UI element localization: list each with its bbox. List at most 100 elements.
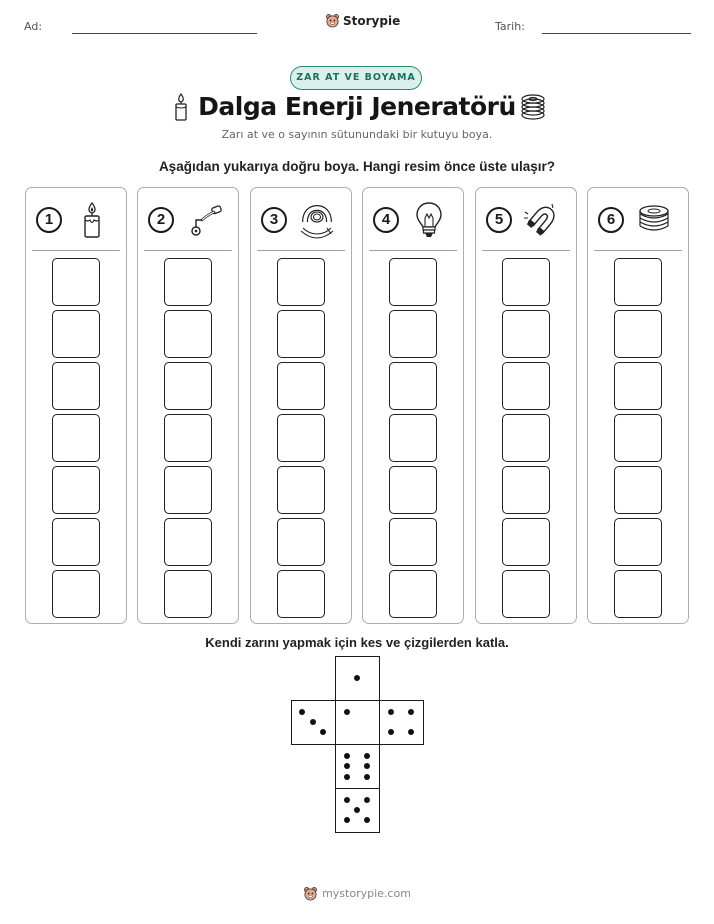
- column-number: 4: [373, 207, 399, 233]
- footer: mystorypie.com: [0, 886, 714, 901]
- color-box[interactable]: [164, 414, 212, 462]
- column-number: 1: [36, 207, 62, 233]
- color-box[interactable]: [614, 362, 662, 410]
- color-box[interactable]: [502, 258, 550, 306]
- color-box[interactable]: [614, 414, 662, 462]
- color-box[interactable]: [502, 362, 550, 410]
- dice-pip: [408, 729, 414, 735]
- dice-pip: [364, 797, 370, 803]
- dice-pip: [344, 774, 350, 780]
- dice-pip: [388, 709, 394, 715]
- color-box[interactable]: [389, 258, 437, 306]
- dice-face-right: [379, 700, 424, 745]
- column-1: 1: [25, 187, 127, 624]
- column-2: 2: [137, 187, 239, 624]
- dice-pip: [364, 774, 370, 780]
- dice-pip: [310, 719, 316, 725]
- color-box[interactable]: [614, 570, 662, 618]
- color-box[interactable]: [164, 310, 212, 358]
- color-box[interactable]: [389, 414, 437, 462]
- dice-pip: [344, 763, 350, 769]
- column-4: 4: [362, 187, 464, 624]
- column-number: 5: [486, 207, 512, 233]
- column-divider: [594, 250, 682, 251]
- color-box[interactable]: [389, 466, 437, 514]
- color-box[interactable]: [502, 570, 550, 618]
- dice-pip: [354, 675, 360, 681]
- coloring-instruction: Aşağıdan yukarıya doğru boya. Hangi resi…: [158, 159, 556, 174]
- color-box[interactable]: [502, 518, 550, 566]
- dice-instruction: Kendi zarını yapmak için kes ve çizgiler…: [205, 635, 509, 650]
- dice-pip: [299, 709, 305, 715]
- color-box[interactable]: [277, 362, 325, 410]
- magnet-coil-icon: [300, 204, 334, 239]
- color-box[interactable]: [277, 570, 325, 618]
- color-box[interactable]: [502, 310, 550, 358]
- dice-pip: [364, 753, 370, 759]
- dice-pip: [364, 763, 370, 769]
- footer-url[interactable]: mystorypie.com: [322, 887, 411, 900]
- coil-icon: [521, 94, 545, 120]
- dice-face-base: [335, 788, 380, 833]
- candle-icon: [84, 201, 100, 238]
- color-box[interactable]: [389, 570, 437, 618]
- dice-pip: [364, 817, 370, 823]
- column-number: 2: [148, 207, 174, 233]
- horseshoe-magnet-icon: [524, 203, 555, 236]
- color-box[interactable]: [389, 310, 437, 358]
- color-box[interactable]: [164, 466, 212, 514]
- bear-logo-icon: [304, 887, 318, 901]
- name-line[interactable]: [72, 33, 257, 34]
- dice-face-center: [335, 700, 380, 745]
- column-divider: [32, 250, 120, 251]
- dice-pip: [408, 709, 414, 715]
- color-box[interactable]: [614, 466, 662, 514]
- color-box[interactable]: [52, 362, 100, 410]
- color-box[interactable]: [502, 414, 550, 462]
- color-box[interactable]: [52, 466, 100, 514]
- storypie-logo: Storypie: [325, 13, 400, 28]
- column-number: 6: [598, 207, 624, 233]
- color-box[interactable]: [389, 518, 437, 566]
- color-box[interactable]: [52, 518, 100, 566]
- dice-pip: [354, 807, 360, 813]
- dice-face-bottom: [335, 744, 380, 789]
- column-6: 6: [587, 187, 689, 624]
- color-box[interactable]: [164, 518, 212, 566]
- light-bulb-icon: [416, 202, 442, 237]
- color-box[interactable]: [277, 518, 325, 566]
- crank-handle-icon: [191, 205, 222, 236]
- dice-pip: [344, 817, 350, 823]
- color-box[interactable]: [164, 362, 212, 410]
- column-divider: [369, 250, 457, 251]
- copper-coil-icon: [639, 205, 669, 231]
- color-box[interactable]: [614, 310, 662, 358]
- page-subtitle: Zarı at ve o sayının sütunundaki bir kut…: [221, 128, 493, 141]
- candle-icon: [175, 92, 187, 121]
- color-box[interactable]: [164, 570, 212, 618]
- color-box[interactable]: [614, 258, 662, 306]
- column-3: 3: [250, 187, 352, 624]
- color-box[interactable]: [277, 258, 325, 306]
- dice-pip: [344, 797, 350, 803]
- color-box[interactable]: [389, 362, 437, 410]
- color-box[interactable]: [52, 570, 100, 618]
- brand-name: Storypie: [343, 13, 401, 28]
- color-box[interactable]: [277, 414, 325, 462]
- column-divider: [144, 250, 232, 251]
- color-box[interactable]: [277, 310, 325, 358]
- dice-face-left: [291, 700, 336, 745]
- dice-pip: [344, 753, 350, 759]
- color-box[interactable]: [52, 310, 100, 358]
- date-line[interactable]: [542, 33, 691, 34]
- color-box[interactable]: [502, 466, 550, 514]
- dice-face-top: [335, 656, 380, 701]
- color-box[interactable]: [614, 518, 662, 566]
- color-box[interactable]: [52, 414, 100, 462]
- color-box[interactable]: [277, 466, 325, 514]
- activity-badge: ZAR AT VE BOYAMA: [290, 66, 422, 90]
- color-box[interactable]: [164, 258, 212, 306]
- page-title: Dalga Enerji Jeneratörü: [198, 92, 516, 121]
- color-box[interactable]: [52, 258, 100, 306]
- dice-pip: [344, 709, 350, 715]
